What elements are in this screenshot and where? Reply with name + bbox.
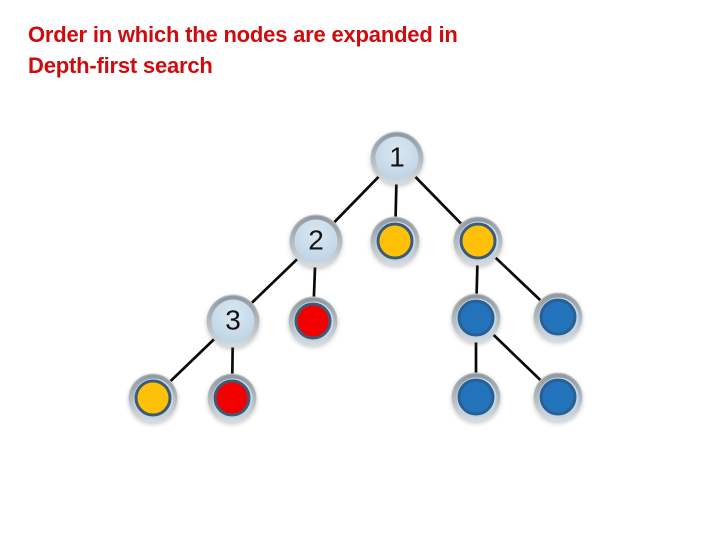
node-body [538,297,578,337]
node-color-disc-blue [457,299,495,337]
node-body: 2 [294,219,338,263]
slide-title: Order in which the nodes are expanded in… [28,19,458,81]
tree-node-order-2: 2 [289,214,343,268]
node-body [538,377,578,417]
node-order-label: 3 [225,304,241,335]
node-body [456,377,496,417]
node-body [293,301,333,341]
node-color-disc-blue [539,298,577,336]
tree-node-order-3: 3 [206,294,260,348]
node-order-label: 1 [389,141,405,172]
node-color-disc-blue [457,378,495,416]
node-color-disc-yellow [134,379,172,417]
node-color-disc-red [213,379,251,417]
title-line-1: Order in which the nodes are expanded in [28,22,458,47]
tree-node-blue-b4 [533,372,583,422]
node-body: 3 [211,299,255,343]
node-body [456,298,496,338]
tree-node-yellow-y1 [370,216,420,266]
node-body [375,221,415,261]
tree-node-blue-b1 [451,293,501,343]
tree-node-blue-b2 [533,292,583,342]
node-body: 1 [375,136,419,180]
tree-node-yellow-y3 [128,373,178,423]
tree-node-order-1: 1 [370,131,424,185]
node-body [133,378,173,418]
node-color-disc-blue [539,378,577,416]
node-color-disc-red [294,302,332,340]
tree-node-red-r2 [207,373,257,423]
node-color-disc-yellow [376,222,414,260]
node-body [212,378,252,418]
tree-node-red-r1 [288,296,338,346]
node-color-disc-yellow [459,222,497,260]
node-order-label: 2 [308,224,324,255]
title-line-2: Depth-first search [28,53,213,78]
tree-node-blue-b3 [451,372,501,422]
node-body [458,221,498,261]
tree-node-yellow-y2 [453,216,503,266]
